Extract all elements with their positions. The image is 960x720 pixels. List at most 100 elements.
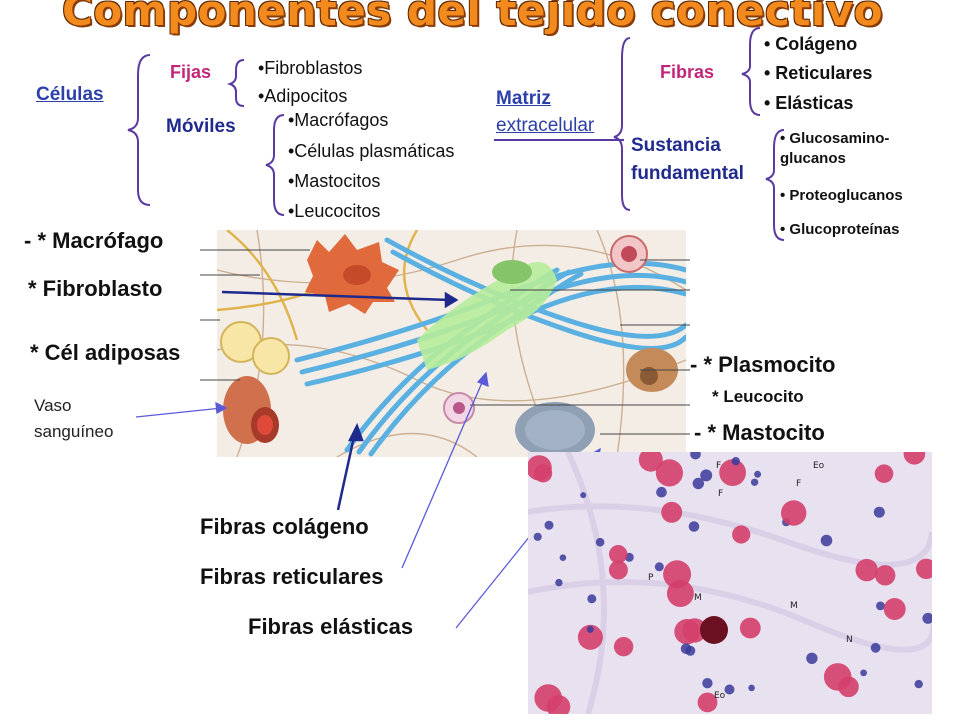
fibras-item: • Reticulares	[764, 63, 873, 83]
eosinophil-cell	[875, 565, 896, 586]
nucleus-dot	[544, 520, 554, 530]
leucocyte	[610, 235, 648, 273]
label-fibroblasto: * Fibroblasto	[28, 276, 163, 301]
sustancia-label-line1: Sustancia	[631, 135, 721, 156]
label-fibras-reticulares: Fibras reticulares	[200, 564, 384, 589]
eosinophil-cell	[855, 558, 878, 582]
micro-label: Eo	[813, 461, 825, 471]
nucleus-dot	[922, 612, 932, 624]
nucleus-dot	[731, 457, 740, 466]
nucleus-dot	[876, 601, 885, 611]
moviles-item: •Células plasmáticas	[288, 141, 455, 161]
eosinophil-cell	[697, 692, 718, 713]
micro-label: N	[846, 635, 853, 645]
sustancia-label-line2: fundamental	[631, 163, 744, 184]
moviles-item: •Macrófagos	[288, 110, 389, 130]
micro-label: M	[790, 601, 798, 611]
nucleus-dot	[680, 643, 692, 654]
mast-cell-dark	[700, 616, 728, 644]
eosinophil-cell	[674, 619, 700, 645]
nucleus-dot	[750, 478, 759, 486]
eosinophil-cell	[655, 459, 683, 487]
label-macrofago: - * Macrófago	[24, 228, 164, 253]
blood-vessel	[223, 376, 279, 444]
fibras-item: • Elásticas	[764, 93, 854, 113]
label-leucocito: * Leucocito	[712, 387, 804, 406]
nucleus-dot	[587, 594, 597, 604]
matriz-heading-line2: extracelular	[496, 115, 595, 136]
nucleus-dot	[654, 562, 664, 572]
sustancia-item: • Glucosamino-	[780, 130, 890, 147]
nucleus-dot	[692, 477, 704, 490]
page-title: Componentes del tejido conectivo	[62, 0, 884, 35]
eosinophil-cell	[739, 617, 761, 639]
micro-label: F	[796, 479, 801, 489]
eosinophil-cell	[883, 598, 906, 620]
small-leucocyte	[443, 392, 475, 424]
micro-label: F	[716, 461, 721, 471]
nucleus-dot	[754, 470, 762, 478]
celulas-heading: Células	[36, 84, 104, 105]
sustancia-item: • Glucoproteínas	[780, 221, 900, 238]
nucleus-dot	[724, 684, 735, 695]
macrophage	[305, 234, 399, 314]
eosinophil-cell	[732, 525, 751, 544]
micro-label: M	[694, 593, 702, 603]
nucleus-dot	[533, 532, 542, 541]
moviles-item: •Leucocitos	[288, 201, 381, 221]
sustancia-item: glucanos	[780, 150, 846, 167]
eosinophil-cell	[528, 455, 552, 481]
nucleus-dot	[820, 534, 833, 547]
nucleus-dot	[700, 469, 713, 482]
nucleus-dot	[595, 537, 605, 547]
eosinophil-cell	[838, 676, 859, 698]
micro-label: F	[718, 489, 723, 499]
fibroblast	[417, 260, 557, 370]
nucleus-dot	[873, 506, 885, 518]
adipose-cells	[220, 321, 290, 375]
nucleus-dot	[748, 684, 755, 692]
nucleus-dot	[702, 678, 713, 689]
nucleus-dot	[559, 554, 567, 561]
label-vaso-line2: sanguíneo	[34, 422, 114, 441]
eosinophil-cell	[781, 500, 807, 526]
fijas-item: •Fibroblastos	[258, 58, 363, 78]
moviles-label: Móviles	[166, 116, 236, 137]
label-plasmocito: - * Plasmocito	[690, 352, 836, 377]
eosinophil-cell	[609, 545, 628, 564]
fibras-label: Fibras	[660, 62, 715, 82]
label-cel-adiposas: * Cél adiposas	[30, 340, 181, 365]
nucleus-dot	[580, 492, 587, 499]
eosinophil-cell	[661, 501, 683, 523]
eosinophil-cell	[874, 464, 894, 483]
histology-micrograph: Eo F F F M M N P Eo	[528, 452, 932, 714]
micro-label: P	[648, 573, 654, 583]
nucleus-dot	[688, 521, 700, 532]
eosinophil-cell	[638, 452, 663, 472]
fibras-item: • Colágeno	[764, 34, 858, 54]
eosinophil-cell	[663, 560, 692, 589]
eosinophil-cell	[608, 560, 628, 580]
label-fibras-colageno: Fibras colágeno	[200, 514, 369, 539]
label-fibras-elasticas: Fibras elásticas	[248, 614, 414, 639]
connective-tissue-illustration	[217, 230, 686, 457]
mast-cell	[515, 402, 595, 457]
label-mastocito: - * Mastocito	[694, 420, 825, 445]
nucleus-dot	[914, 679, 923, 689]
eosinophil-cell	[546, 695, 571, 714]
eosinophil-cell	[613, 637, 634, 657]
label-vaso-line1: Vaso	[34, 396, 72, 415]
fijas-item: •Adipocitos	[258, 86, 348, 106]
sustancia-item: • Proteoglucanos	[780, 187, 903, 204]
nucleus-dot	[860, 669, 867, 677]
moviles-item: •Mastocitos	[288, 171, 381, 191]
nucleus-dot	[806, 652, 818, 664]
micro-label: Eo	[714, 691, 726, 701]
fijas-label: Fijas	[170, 62, 212, 82]
eosinophil-cell	[916, 558, 932, 579]
nucleus-dot	[586, 625, 594, 633]
nucleus-dot	[656, 486, 667, 498]
nucleus-dot	[870, 642, 881, 653]
eosinophil-cell	[719, 459, 746, 486]
